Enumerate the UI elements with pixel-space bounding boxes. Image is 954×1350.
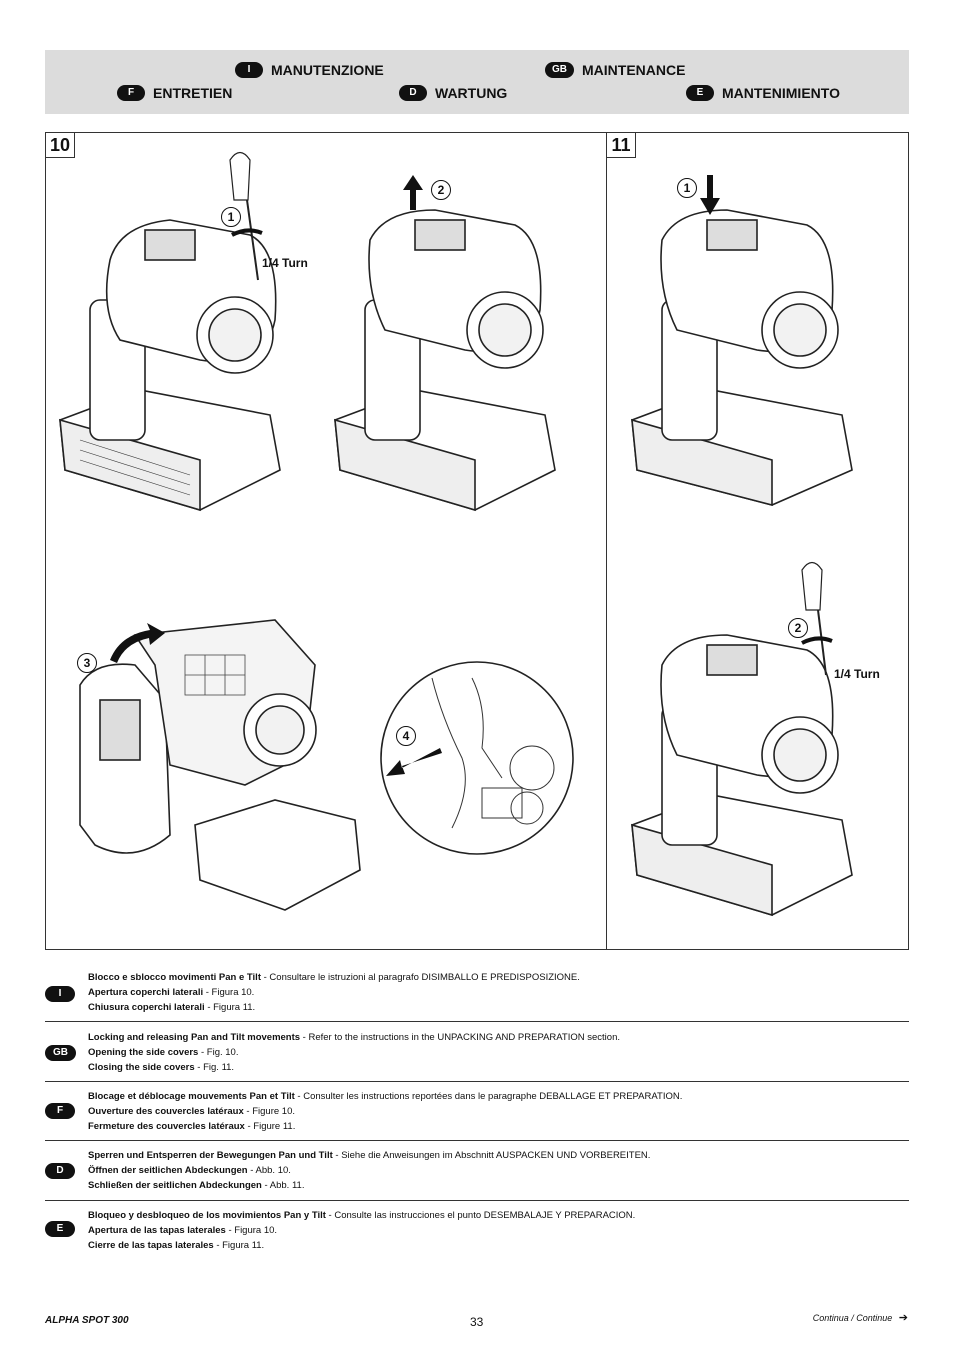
text: - Figura 10.	[225, 1225, 278, 1236]
header-label-it: MANUTENZIONE	[271, 62, 384, 78]
step-marker-2: 2	[431, 180, 451, 200]
separator	[45, 1200, 909, 1201]
lang-badge-es: E	[686, 85, 714, 101]
footer-product-name: ALPHA SPOT 300	[45, 1315, 129, 1326]
moving-head-illustration-5	[631, 561, 853, 917]
lang-block-fr: F Blocage et déblocage mouvements Pan et…	[45, 1089, 909, 1139]
header-label-de: WARTUNG	[435, 85, 508, 101]
text-bold: Chiusura coperchi laterali	[88, 1002, 205, 1013]
step-marker-4: 4	[396, 726, 416, 746]
header-item-fr: F ENTRETIEN	[117, 85, 232, 101]
lang-block-de: D Sperren und Entsperren der Bewegungen …	[45, 1148, 909, 1198]
text-bold: Sperren und Entsperren der Bewegungen Pa…	[88, 1150, 333, 1161]
figure-number-11: 11	[606, 132, 636, 158]
text-bold: Fermeture des couvercles latéraux	[88, 1121, 245, 1132]
moving-head-illustration-1	[59, 151, 281, 512]
text: - Figura 10.	[203, 987, 255, 998]
text-bold: Opening the side covers	[88, 1047, 199, 1058]
header-label-fr: ENTRETIEN	[153, 85, 233, 101]
page-number: 33	[470, 1315, 484, 1329]
text-bold: Bloqueo y desbloqueo de los movimientos …	[88, 1210, 326, 1221]
moving-head-illustration-4	[631, 175, 853, 507]
text-bold: Apertura coperchi laterali	[88, 987, 204, 998]
section-header: I MANUTENZIONE GB MAINTENANCE F ENTRETIE…	[45, 50, 909, 114]
text: - Abb. 11.	[261, 1180, 305, 1191]
lang-badge-de: D	[45, 1163, 75, 1179]
text: - Consulter les instructions reportées d…	[294, 1091, 683, 1102]
detail-zoom-illustration	[380, 661, 574, 855]
lang-badge-it: I	[235, 62, 263, 78]
lang-badge-fr: F	[45, 1103, 75, 1119]
quarter-turn-label: 1/4 Turn	[262, 256, 308, 270]
header-item-de: D WARTUNG	[399, 85, 507, 101]
text-bold: Öffnen der seitlichen Abdeckungen	[88, 1165, 248, 1176]
text: - Figure 10.	[243, 1106, 295, 1117]
figure-divider	[606, 132, 607, 950]
lang-block-gb: GB Locking and releasing Pan and Tilt mo…	[45, 1030, 909, 1080]
header-label-es: MANTENIMIENTO	[722, 85, 840, 101]
text-bold: Closing the side covers	[88, 1062, 195, 1073]
lang-badge-es: E	[45, 1221, 75, 1237]
text-bold: Locking and releasing Pan and Tilt movem…	[88, 1032, 301, 1043]
step-marker-1-fig11: 1	[677, 178, 697, 198]
text-bold: Blocco e sblocco movimenti Pan e Tilt	[88, 972, 261, 983]
text: - Figura 11.	[213, 1240, 265, 1251]
text-bold: Ouverture des couvercles latéraux	[88, 1106, 244, 1117]
separator	[45, 1081, 909, 1082]
text-bold: Apertura de las tapas laterales	[88, 1225, 226, 1236]
lang-block-es: E Bloqueo y desbloqueo de los movimiento…	[45, 1208, 909, 1258]
header-item-it: I MANUTENZIONE	[235, 62, 384, 78]
arrow-right-icon: ➔	[898, 1312, 908, 1324]
text: - Abb. 10.	[247, 1165, 291, 1176]
header-item-es: E MANTENIMIENTO	[686, 85, 840, 101]
continue-text: Continua / Continue	[812, 1313, 893, 1323]
separator	[45, 1140, 909, 1141]
text: - Fig. 11.	[194, 1062, 235, 1073]
header-label-gb: MAINTENANCE	[582, 62, 686, 78]
lang-badge-gb: GB	[45, 1045, 76, 1061]
header-item-gb: GB MAINTENANCE	[545, 62, 685, 78]
text: - Figura 11.	[204, 1002, 256, 1013]
text: - Refer to the instructions in the UNPAC…	[300, 1032, 620, 1043]
lang-badge-fr: F	[117, 85, 145, 101]
text: - Consulte las instrucciones el punto DE…	[325, 1210, 636, 1221]
text: - Siehe die Anweisungen im Abschnitt AUS…	[332, 1150, 651, 1161]
text: - Figure 11.	[244, 1121, 296, 1132]
separator	[45, 1021, 909, 1022]
lang-badge-gb: GB	[545, 62, 574, 78]
text: - Fig. 10.	[198, 1047, 239, 1058]
figure-frame	[45, 132, 909, 950]
figure-number-10: 10	[45, 132, 75, 158]
text-bold: Schließen der seitlichen Abdeckungen	[88, 1180, 262, 1191]
lang-badge-de: D	[399, 85, 427, 101]
moving-head-illustration-2	[334, 175, 556, 512]
step-marker-3: 3	[77, 653, 97, 673]
text-bold: Cierre de las tapas laterales	[88, 1240, 214, 1251]
step-marker-2-fig11: 2	[788, 618, 808, 638]
lang-badge-it: I	[45, 986, 75, 1002]
quarter-turn-label-fig11: 1/4 Turn	[834, 667, 880, 681]
text-bold: Blocage et déblocage mouvements Pan et T…	[88, 1091, 295, 1102]
footer-continue: Continua / Continue ➔	[813, 1311, 908, 1324]
step-marker-1: 1	[221, 207, 241, 227]
text: - Consultare le istruzioni al paragrafo …	[260, 972, 580, 983]
moving-head-illustration-3	[79, 619, 361, 911]
lang-block-it: I Blocco e sblocco movimenti Pan e Tilt …	[45, 970, 909, 1020]
